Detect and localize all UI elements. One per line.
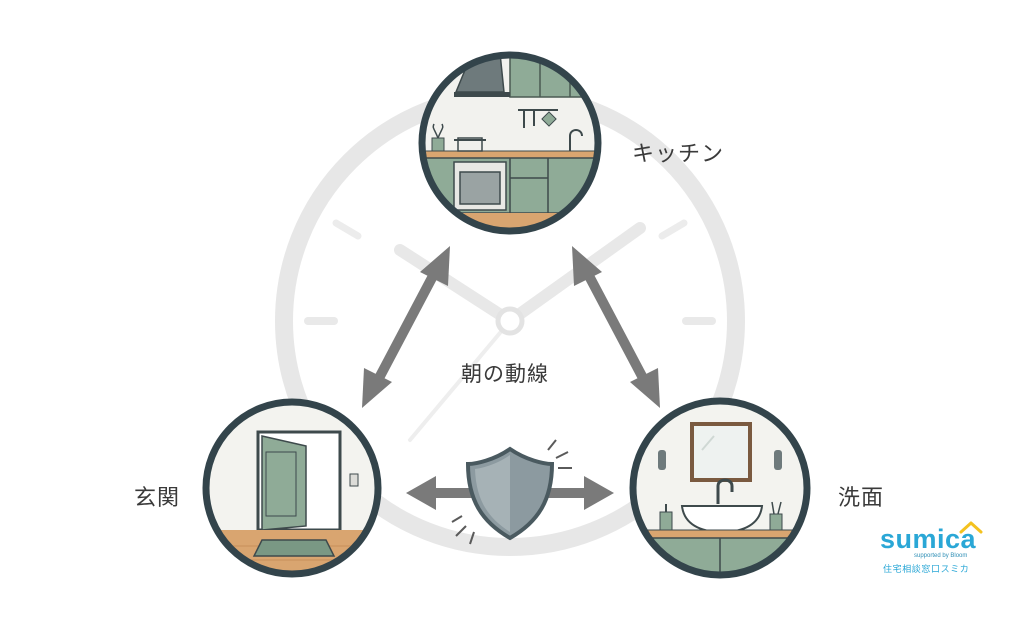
logo-wordmark: sumica: [880, 524, 977, 554]
entrance-illustration: [202, 398, 382, 578]
washroom-label: 洗面: [838, 486, 885, 511]
double-arrow-icon: [362, 246, 660, 510]
kitchen-illustration: [418, 51, 602, 235]
center-label: 朝の動線: [461, 362, 549, 386]
kitchen-label: キッチン: [632, 142, 725, 167]
house-icon: [959, 521, 983, 534]
logo-tagline: 住宅相談窓口スミカ: [883, 565, 970, 575]
entrance-label: 玄関: [134, 486, 181, 511]
sumica-logo: sumica supported by Bloom 住宅相談窓口スミカ: [880, 520, 984, 580]
washroom-illustration: [629, 397, 811, 579]
shield-icon: [451, 439, 572, 545]
logo-supported-by: supported by Bloom: [914, 553, 968, 559]
